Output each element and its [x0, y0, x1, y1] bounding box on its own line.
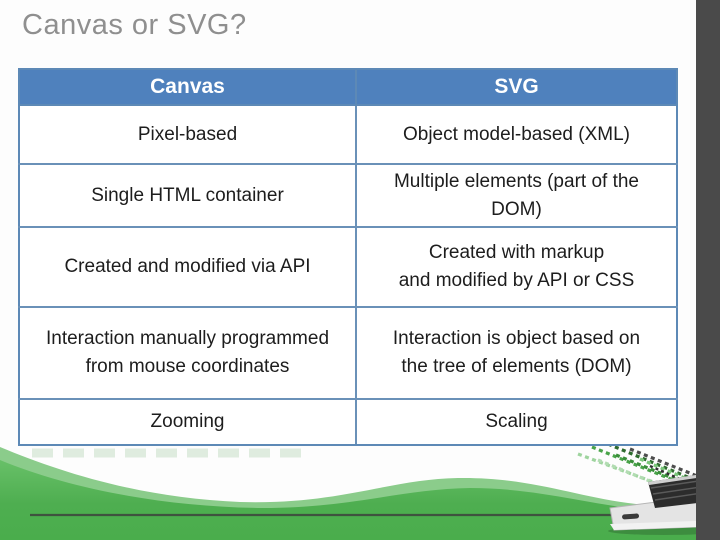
table-header-canvas: Canvas	[18, 68, 357, 106]
table-row: Created and modified via API Created wit…	[18, 226, 678, 308]
cell-canvas-zooming: Zooming	[18, 398, 357, 446]
green-wave	[0, 444, 720, 540]
page-title: Canvas or SVG?	[22, 9, 247, 41]
comparison-table: Canvas SVG Pixel-based Object model-base…	[18, 68, 678, 446]
cell-svg-scaling: Scaling	[355, 398, 678, 446]
cell-svg-object-model: Object model-based (XML)	[355, 104, 678, 165]
table-row: Interaction manually programmed from mou…	[18, 306, 678, 400]
cell-canvas-pixel-based: Pixel-based	[18, 104, 357, 165]
table-header-row: Canvas SVG	[18, 68, 678, 106]
right-edge-bar	[696, 0, 720, 540]
table-row: Pixel-based Object model-based (XML)	[18, 104, 678, 165]
table-row: Zooming Scaling	[18, 398, 678, 446]
table-row: Single HTML container Multiple elements …	[18, 163, 678, 228]
cell-canvas-interaction: Interaction manually programmed from mou…	[18, 306, 357, 400]
cell-svg-elements: Multiple elements (part of the DOM)	[355, 163, 678, 228]
wave-main	[0, 460, 720, 540]
cell-svg-markup: Created with markup and modified by API …	[355, 226, 678, 308]
table-header-svg: SVG	[355, 68, 678, 106]
cell-canvas-api: Created and modified via API	[18, 226, 357, 308]
cell-svg-interaction: Interaction is object based on the tree …	[355, 306, 678, 400]
cell-canvas-container: Single HTML container	[18, 163, 357, 228]
